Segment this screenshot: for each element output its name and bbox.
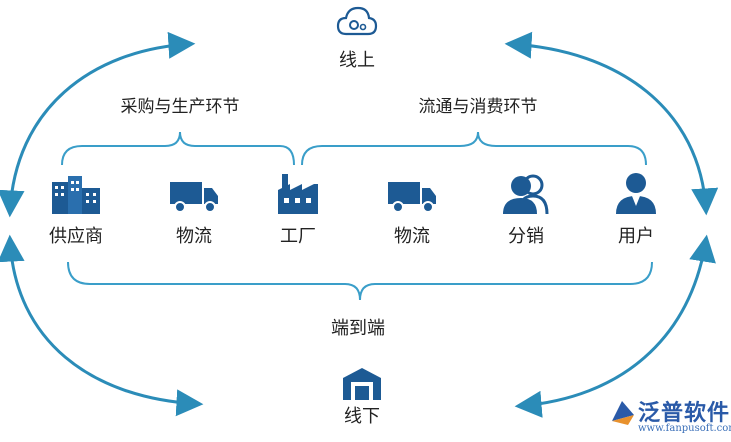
online-node: 线上	[336, 4, 378, 72]
cycle-arrow-bottom-left	[0, 234, 204, 417]
offline-node: 线下	[341, 366, 383, 428]
group-label-left: 采购与生产环节	[120, 97, 240, 117]
end-to-end-label: 端到端	[331, 318, 385, 339]
cycle-arrow-bottom-right	[514, 234, 716, 418]
node-user: 用户	[614, 172, 658, 248]
node-label: 供应商	[49, 226, 103, 247]
node-logistics-1: 物流	[168, 180, 220, 248]
warehouse-icon	[343, 368, 381, 400]
online-label: 线上	[339, 50, 375, 71]
watermark-name: 泛普软件	[638, 401, 731, 426]
brace-bottom	[67, 261, 653, 301]
people-icon	[503, 174, 549, 214]
logo-icon	[612, 401, 634, 425]
node-factory: 工厂	[276, 174, 320, 248]
truck-icon	[170, 182, 218, 213]
node-label: 分销	[508, 226, 544, 247]
watermark: 泛普软件 www.fanpusoft.com	[608, 395, 731, 439]
cycle-arrow-top-left	[0, 31, 196, 218]
cloud-gear-icon	[336, 6, 378, 36]
node-label: 物流	[394, 226, 430, 247]
node-label: 用户	[618, 226, 654, 247]
group-label-right: 流通与消费环节	[418, 97, 538, 117]
brace-left	[61, 131, 295, 166]
user-icon	[616, 173, 656, 214]
node-logistics-2: 物流	[386, 180, 438, 248]
offline-label: 线下	[344, 406, 380, 427]
brace-right	[301, 131, 647, 166]
buildings-icon	[52, 176, 100, 214]
watermark-url: www.fanpusoft.com	[638, 423, 731, 434]
node-label: 工厂	[280, 226, 316, 247]
node-supplier: 供应商	[49, 176, 103, 248]
truck-icon	[388, 182, 436, 213]
node-distribution: 分销	[501, 174, 551, 248]
cycle-arrow-top-right	[504, 31, 719, 216]
node-label: 物流	[176, 226, 212, 247]
factory-icon	[278, 174, 318, 214]
